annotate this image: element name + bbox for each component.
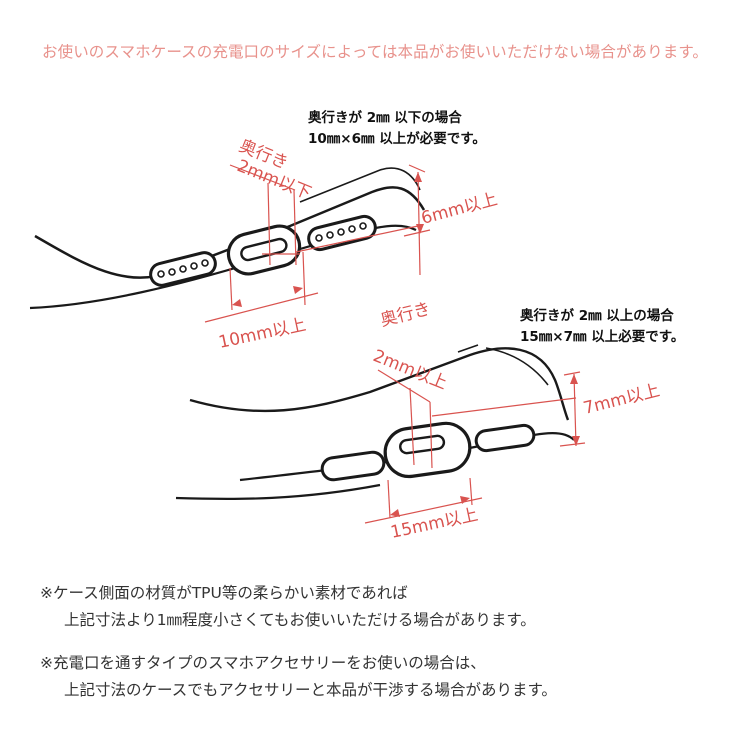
note-accessory: ※充電口を通すタイプのスマホアクセサリーをお使いの場合は、 上記寸法のケースでも… (40, 650, 730, 704)
callout-thin-line1: 奥行きが 2㎜ 以下の場合 (308, 110, 462, 126)
height-label-thin: 6mm以上 (419, 189, 499, 228)
speaker-grill-left (149, 251, 217, 287)
note-tpu-line1: ※ケース側面の材質がTPU等の柔らかい素材であれば (40, 584, 408, 602)
speaker-grill-right (307, 214, 377, 252)
callout-thick-case: 奥行きが 2㎜ 以上の場合 15㎜×7㎜ 以上必要です。 (520, 306, 684, 348)
depth-label-thick-1: 奥行き (378, 299, 432, 331)
case-outline-inner (29, 224, 417, 310)
case-edge-thin (299, 167, 421, 203)
case-outline-outer-2 (189, 347, 570, 421)
height-label-thick: 7mm以上 (581, 381, 661, 419)
note-accessory-line1: ※充電口を通すタイプのスマホアクセサリーをお使いの場合は、 (40, 654, 486, 672)
dimension-lines-thin (204, 164, 431, 323)
callout-thick-line2: 15㎜×7㎜ 以上必要です。 (520, 329, 685, 345)
note-tpu: ※ケース側面の材質がTPU等の柔らかい素材であれば 上記寸法より1㎜程度小さくて… (40, 580, 730, 634)
charging-port-opening (226, 224, 302, 276)
callout-thin-case: 奥行きが 2㎜ 以下の場合 10㎜×6㎜ 以上が必要です。 (308, 108, 486, 150)
case-edge-thick (485, 347, 549, 386)
note-accessory-line2: 上記寸法のケースでもアクセサリーと本品が干渉する場合があります。 (64, 681, 557, 699)
case-edge-thick-2 (457, 344, 479, 353)
case-outline-bottom-2 (175, 483, 381, 501)
width-label-thick: 15mm以上 (389, 505, 480, 543)
top-notice: お使いのスマホケースの充電口のサイズによっては本品がお使いいただけない場合があり… (42, 43, 708, 61)
cutout-right (474, 423, 536, 453)
note-tpu-line2: 上記寸法より1㎜程度小さくてもお使いいただける場合があります。 (64, 611, 536, 629)
case-diagrams: 奥行き 2mm以下 6mm以上 10mm以上 (29, 136, 662, 543)
cutout-left (320, 450, 386, 482)
callout-thick-line1: 奥行きが 2㎜ 以上の場合 (520, 308, 674, 324)
notes: ※ケース側面の材質がTPU等の柔らかい素材であれば 上記寸法より1㎜程度小さくて… (40, 580, 730, 720)
width-label-thin: 10mm以上 (217, 315, 308, 353)
diagram-thin-case: 奥行き 2mm以下 6mm以上 10mm以上 (29, 136, 500, 353)
dimension-arrows-thin (232, 172, 424, 307)
callout-thin-line2: 10㎜×6㎜ 以上が必要です。 (308, 131, 486, 147)
charging-port-opening-2 (383, 421, 472, 479)
dimension-arrows-thick (390, 374, 580, 517)
